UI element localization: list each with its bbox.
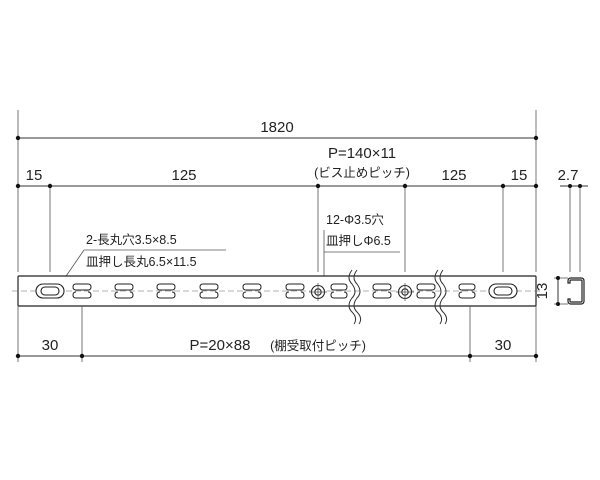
screw-hole-1 <box>309 283 327 301</box>
hole-callout-line1: 12-Φ3.5穴 <box>326 212 384 227</box>
thickness-dimension: 2.7 <box>558 167 588 272</box>
shelf-pitch-note: (棚受取付ピッチ) <box>270 338 366 353</box>
slot-callout-line2: 皿押し長丸6.5×11.5 <box>86 255 197 269</box>
screw-pitch-note: (ビス止めピッチ) <box>314 166 410 180</box>
hole-pitch-dimension-row: 15 125 P=140×11 (ビス止めピッチ) 125 15 <box>15 145 539 272</box>
last-pitch-label: 125 <box>441 167 466 184</box>
slot-hole-right <box>488 283 518 299</box>
edge-offset-left-label: 30 <box>42 337 59 354</box>
break-line-1 <box>348 269 362 325</box>
overall-length-dimension: 1820 <box>15 110 539 272</box>
shelf-pitch-label: P=20×88 <box>190 337 251 354</box>
bottom-dimension-row: 30 P=20×88 (棚受取付ピッチ) 30 <box>15 306 539 362</box>
height-label: 13 <box>534 283 551 300</box>
end-offset-right-label: 15 <box>511 167 528 184</box>
thickness-label: 2.7 <box>558 167 579 184</box>
break-line-2 <box>434 269 448 325</box>
slot-hole-left <box>35 283 65 299</box>
shelf-slot-pairs <box>72 283 476 299</box>
rail-front-view <box>12 269 542 325</box>
rail-side-profile: 13 <box>534 276 585 306</box>
hole-callout-line2: 皿押しΦ6.5 <box>326 234 391 248</box>
screw-pitch-label: P=140×11 <box>328 145 396 162</box>
edge-offset-right-label: 30 <box>495 337 512 354</box>
first-pitch-label: 125 <box>171 167 196 184</box>
hole-callout: 12-Φ3.5穴 皿押しΦ6.5 <box>323 212 400 284</box>
end-offset-left-label: 15 <box>26 167 43 184</box>
slot-callout-line1: 2-長丸穴3.5×8.5 <box>86 232 177 247</box>
slot-callout: 2-長丸穴3.5×8.5 皿押し長丸6.5×11.5 <box>60 232 226 284</box>
screw-hole-2 <box>396 283 414 301</box>
overall-length-label: 1820 <box>260 119 293 136</box>
